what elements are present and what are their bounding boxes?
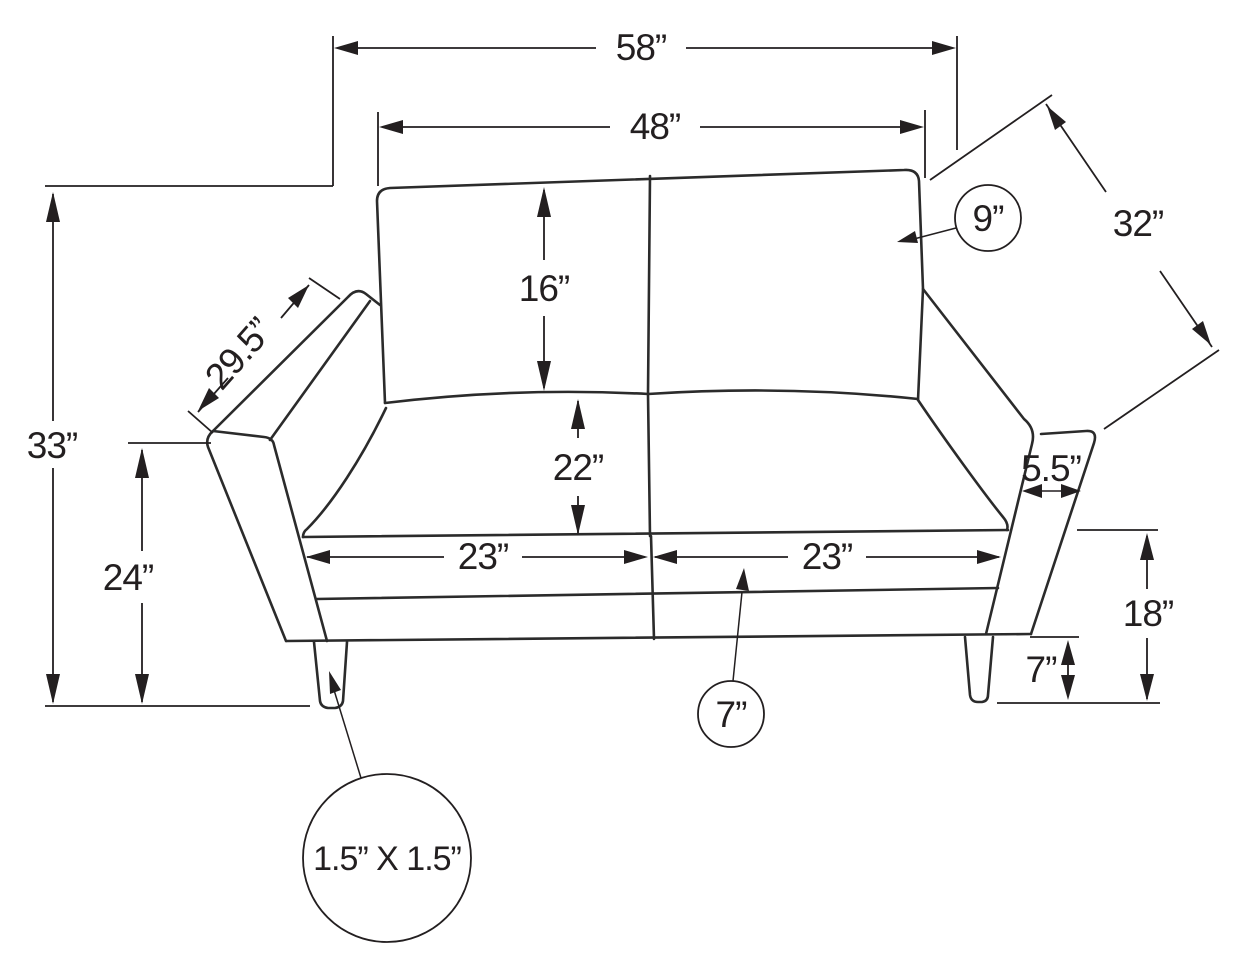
arrowhead-right — [1061, 484, 1081, 498]
front-left-leg — [312, 640, 349, 710]
sofa-drawing — [205, 168, 1097, 710]
callout-leg-size-label: 1.5” X 1.5” — [313, 840, 461, 878]
extension-line — [929, 94, 1220, 430]
arrowhead-left — [306, 550, 330, 564]
dim-armrest-to-floor-label: 18” — [1123, 593, 1173, 634]
front-right-leg — [963, 635, 995, 704]
back-cushion-split-line — [646, 174, 652, 538]
arrowhead-upper — [288, 285, 309, 308]
dim-armrest-to-floor: 18” — [997, 529, 1174, 704]
arrowhead-top — [537, 187, 551, 217]
dim-seat-width-left: 23” — [306, 536, 648, 577]
leader-line — [333, 689, 362, 779]
arrowhead-bottom — [1061, 675, 1075, 700]
dim-arm-length: 29.5” — [187, 277, 341, 434]
arrowhead-top — [571, 399, 585, 429]
dim-back-diagonal-label: 32” — [1113, 203, 1163, 244]
arrowhead-top — [135, 448, 149, 478]
dim-seat-width-right: 23” — [653, 536, 1001, 577]
leader-arrowhead — [897, 231, 918, 243]
callout-bubble — [302, 773, 472, 943]
seat-front-top-edge — [301, 528, 1010, 539]
dim-arm-top-width-label: 5.5” — [1021, 448, 1081, 489]
dim-back-diagonal: 32” — [929, 94, 1220, 430]
dim-seat-cushion-depth: 22” — [553, 399, 604, 535]
arrowhead-center-left — [653, 550, 677, 564]
arrowhead-right — [900, 120, 924, 134]
right-armrest-top-edge — [921, 287, 1035, 636]
dim-leg-height: 7” — [1026, 636, 1079, 700]
callout-bubble — [697, 680, 765, 748]
dim-overall-width: 58” — [332, 27, 958, 186]
callout-bubble — [954, 184, 1022, 252]
arrowhead-bottom — [1140, 674, 1154, 701]
dim-leg-height-label: 7” — [1026, 649, 1057, 690]
leader-line — [909, 227, 957, 241]
extension-line — [187, 277, 341, 434]
arrowhead-top — [1140, 533, 1154, 560]
dim-seat-width-left-label: 23” — [458, 536, 508, 577]
front-rail-center-split — [649, 534, 656, 641]
arrowhead-lower — [1192, 321, 1211, 345]
leader-line — [732, 591, 743, 682]
left-armrest-top-outer-edge — [211, 289, 382, 433]
dim-overall-height-label: 33” — [27, 425, 77, 466]
arrowhead-left — [1022, 484, 1042, 498]
seat-base-seam — [314, 586, 1000, 601]
arrowhead-lower — [198, 388, 219, 411]
arrowhead-center-right — [624, 550, 648, 564]
dim-arm-top-width: 5.5” — [1021, 448, 1082, 498]
extension-line — [332, 36, 958, 186]
leader-arrowhead — [329, 671, 341, 694]
dim-overall-width-label: 58” — [616, 27, 666, 68]
dim-arm-front-height: 24” — [103, 442, 211, 704]
base-bottom-edge — [285, 632, 1033, 643]
right-armrest-outer-edge — [1029, 429, 1097, 636]
extension-line — [377, 110, 926, 186]
arrowhead-upper — [1047, 106, 1066, 130]
arrowhead-top — [46, 192, 60, 222]
arrowhead-left — [334, 41, 358, 55]
arrowhead-top — [1061, 640, 1075, 665]
left-armrest-top-inner-edge — [268, 299, 372, 442]
backrest-outline — [375, 168, 925, 405]
arrowhead-bottom — [571, 505, 585, 535]
dim-backrest-width: 48” — [377, 106, 926, 186]
callout-back-cushion-label: 9” — [973, 198, 1004, 239]
leader-arrowhead — [736, 568, 749, 591]
dim-back-cushion-height-label: 16” — [519, 268, 569, 309]
dim-arm-length-label: 29.5” — [197, 310, 280, 397]
seat-cushion-top-edges — [383, 389, 920, 405]
arrowhead-bottom — [537, 361, 551, 391]
arrowhead-right — [977, 550, 1001, 564]
dim-arm-front-height-label: 24” — [103, 557, 153, 598]
dim-seat-cushion-depth-label: 22” — [553, 447, 603, 488]
callout-leg-size: 1.5” X 1.5” — [302, 671, 472, 943]
callout-seat-front-label: 7” — [716, 694, 747, 735]
dim-back-cushion-height: 16” — [519, 187, 570, 391]
arrowhead-bottom — [135, 674, 149, 704]
callout-seat-front: 7” — [697, 568, 765, 748]
dim-seat-width-right-label: 23” — [802, 536, 852, 577]
left-armrest-seat-junction — [301, 406, 388, 539]
arrowhead-bottom — [46, 674, 60, 704]
callout-back-cushion: 9” — [897, 184, 1022, 252]
dim-overall-height: 33” — [27, 185, 333, 707]
arrowhead-right — [932, 41, 956, 55]
dim-backrest-width-label: 48” — [630, 106, 680, 147]
arrowhead-left — [379, 120, 403, 134]
right-armrest-seat-junction — [916, 398, 1009, 532]
